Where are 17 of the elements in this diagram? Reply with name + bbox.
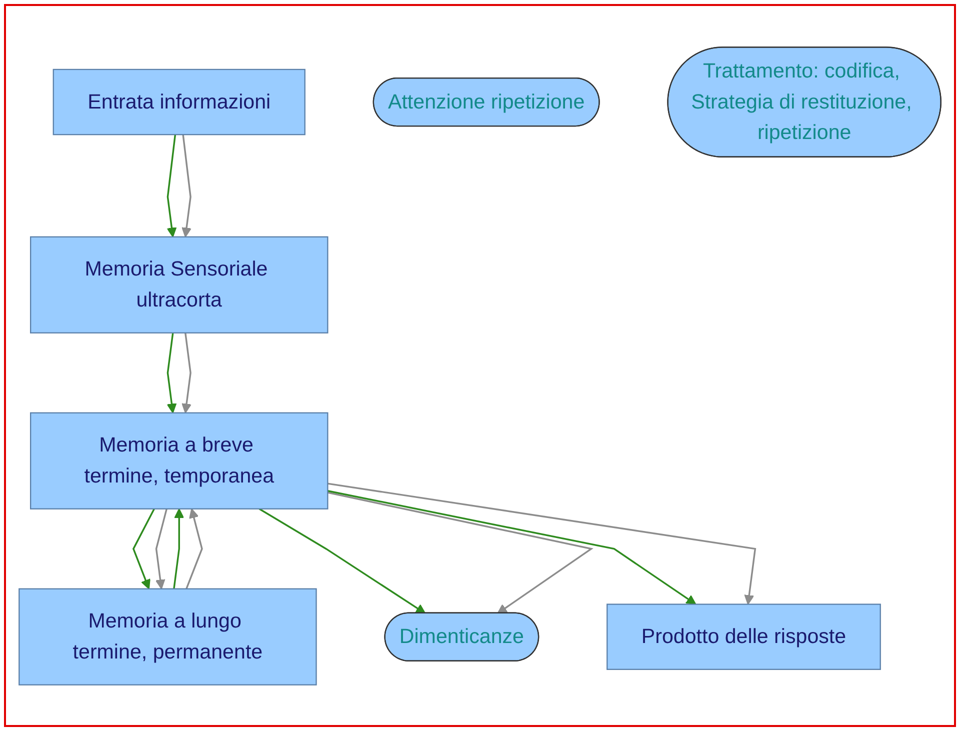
node-box: Memoria a breve termine, temporanea [30, 412, 328, 509]
arrow [182, 332, 192, 413]
node-box: Memoria a lungo termine, permanente [18, 588, 317, 685]
arrow [328, 482, 756, 604]
arrow [328, 490, 696, 604]
arrow [166, 134, 177, 237]
node-box: Entrata informazioni [52, 68, 306, 135]
arrow [182, 134, 192, 237]
arrow [186, 508, 203, 589]
arrow [258, 508, 426, 614]
arrow [166, 332, 177, 413]
node-box: Prodotto delle risposte [606, 603, 881, 670]
arrow [155, 508, 168, 589]
node-box: Memoria Sensoriale ultracorta [30, 236, 328, 333]
arrow [328, 491, 594, 614]
arrow [132, 508, 155, 589]
arrow [173, 508, 184, 588]
